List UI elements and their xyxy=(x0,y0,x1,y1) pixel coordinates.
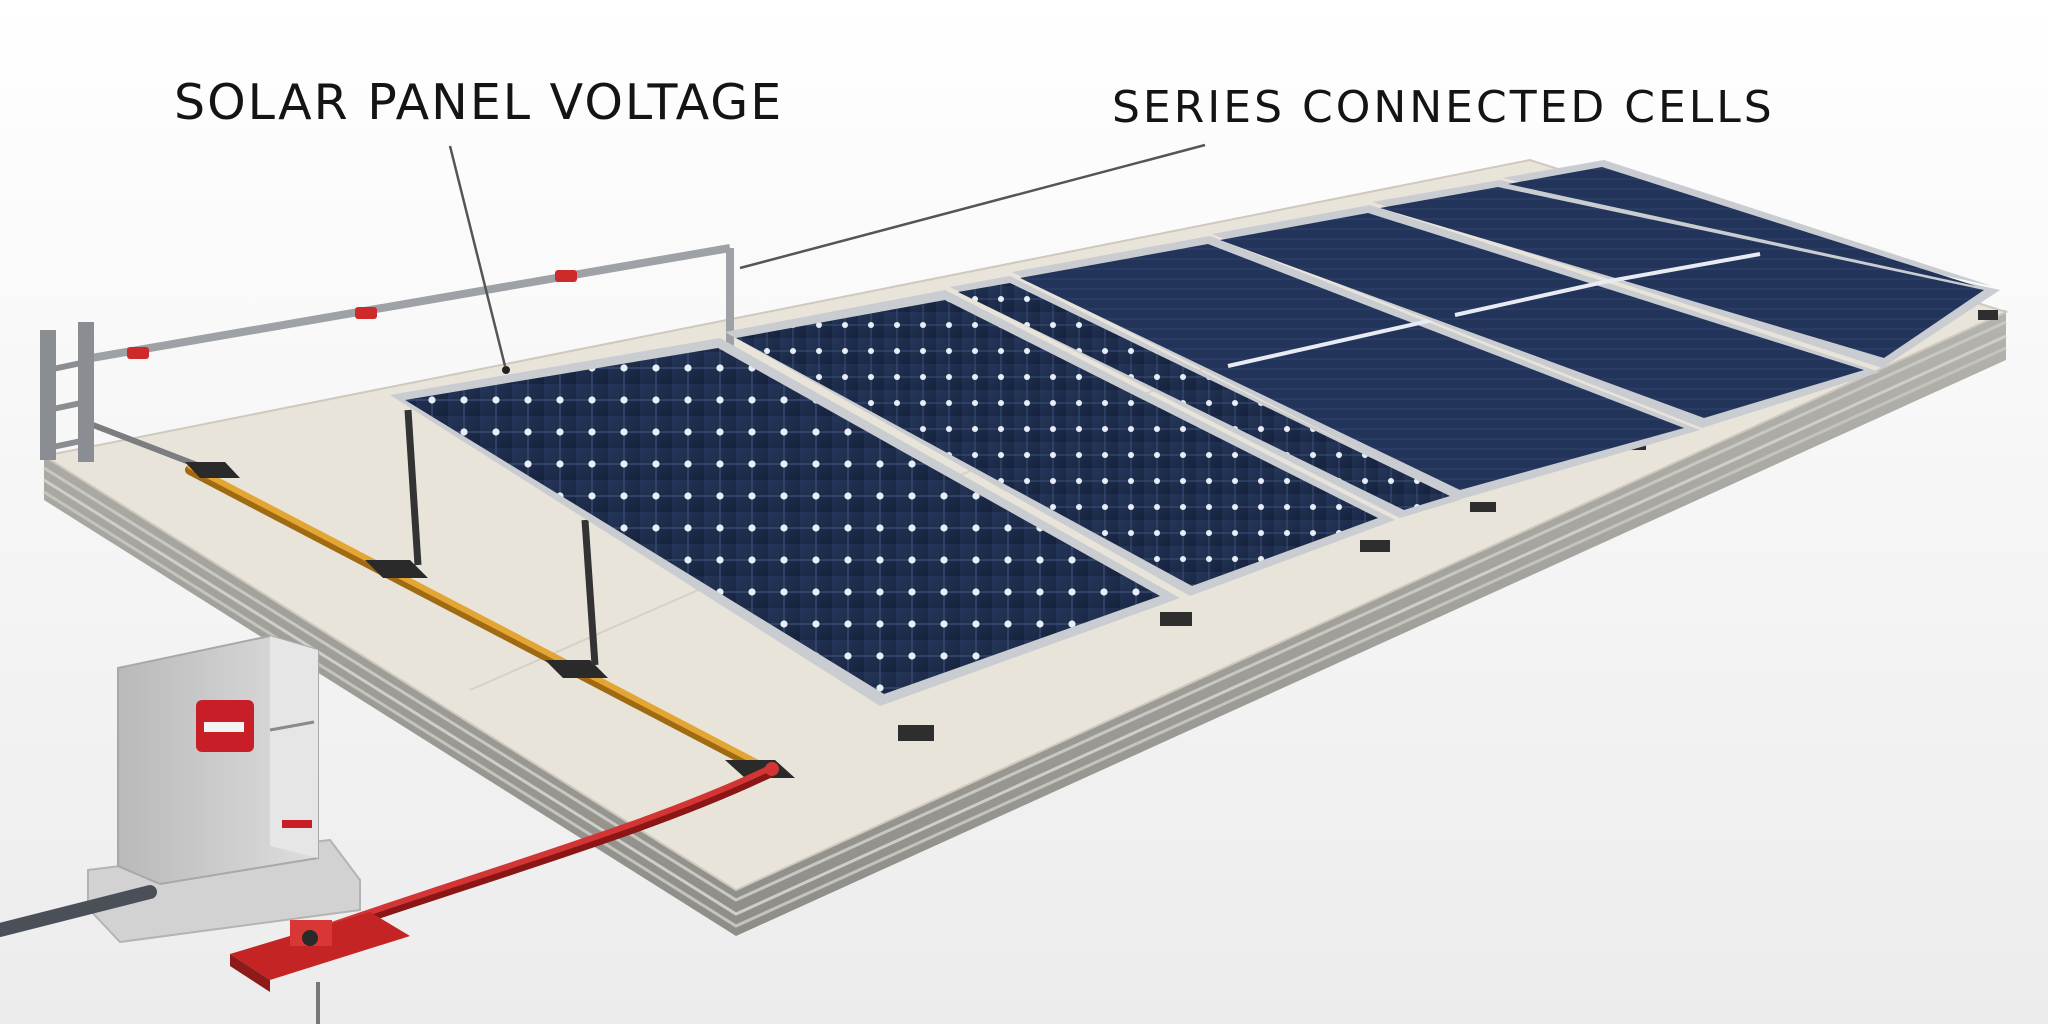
orange-conduit xyxy=(185,462,795,778)
rail-connector xyxy=(355,307,377,319)
callout-point-voltage xyxy=(502,366,510,374)
solar-panel xyxy=(1372,180,2000,368)
solar-panel xyxy=(950,276,1460,518)
callout-line-voltage xyxy=(448,145,507,367)
disconnect-switch-icon xyxy=(230,912,410,1024)
fence-rail xyxy=(78,244,734,473)
callout-solar-panel-voltage: SOLAR PANEL VOLTAGE xyxy=(174,74,784,131)
rail-connector xyxy=(555,270,577,282)
fence-post-icon xyxy=(40,322,94,462)
callout-series-connected-cells: SERIES CONNECTED CELLS xyxy=(1112,82,1775,133)
solar-panel xyxy=(1502,160,1992,286)
rail-connector xyxy=(127,347,149,359)
grey-conduit xyxy=(0,885,157,937)
junction-box-icon xyxy=(87,634,361,944)
solar-panel xyxy=(390,338,1180,706)
solar-panel xyxy=(1212,205,1880,428)
solar-panel xyxy=(725,290,1395,596)
solar-panel-array xyxy=(390,160,2000,706)
solar-panel xyxy=(1012,236,1700,500)
callout-line-series xyxy=(739,143,1206,270)
